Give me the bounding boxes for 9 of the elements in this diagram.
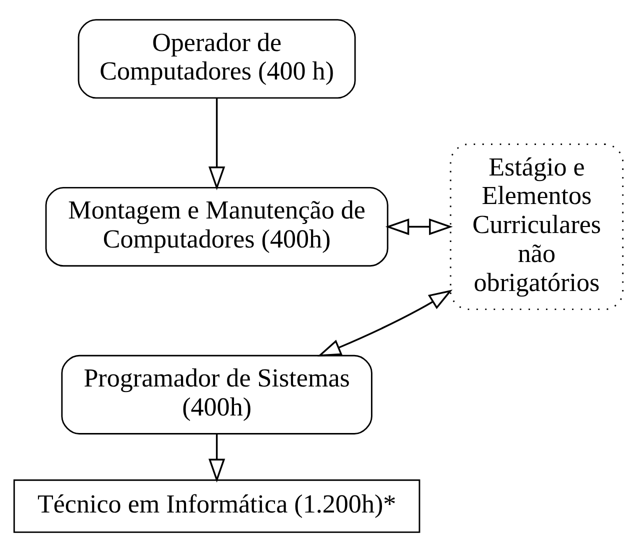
node-box: Programador de Sistemas (400h) <box>61 354 372 434</box>
node-box: Estágio e Elementos Curriculares não obrigatórios <box>450 144 624 310</box>
arrow <box>385 218 453 236</box>
node-box: Técnico em Informática (1.200h)* <box>13 479 420 533</box>
arrow <box>208 434 226 482</box>
arrow <box>317 290 453 357</box>
node-box: Montagem e Manutenção de Computadores (400h) <box>45 186 388 267</box>
arrow <box>208 98 226 190</box>
node-box: Operador de Computadores (400 h) <box>78 19 356 99</box>
